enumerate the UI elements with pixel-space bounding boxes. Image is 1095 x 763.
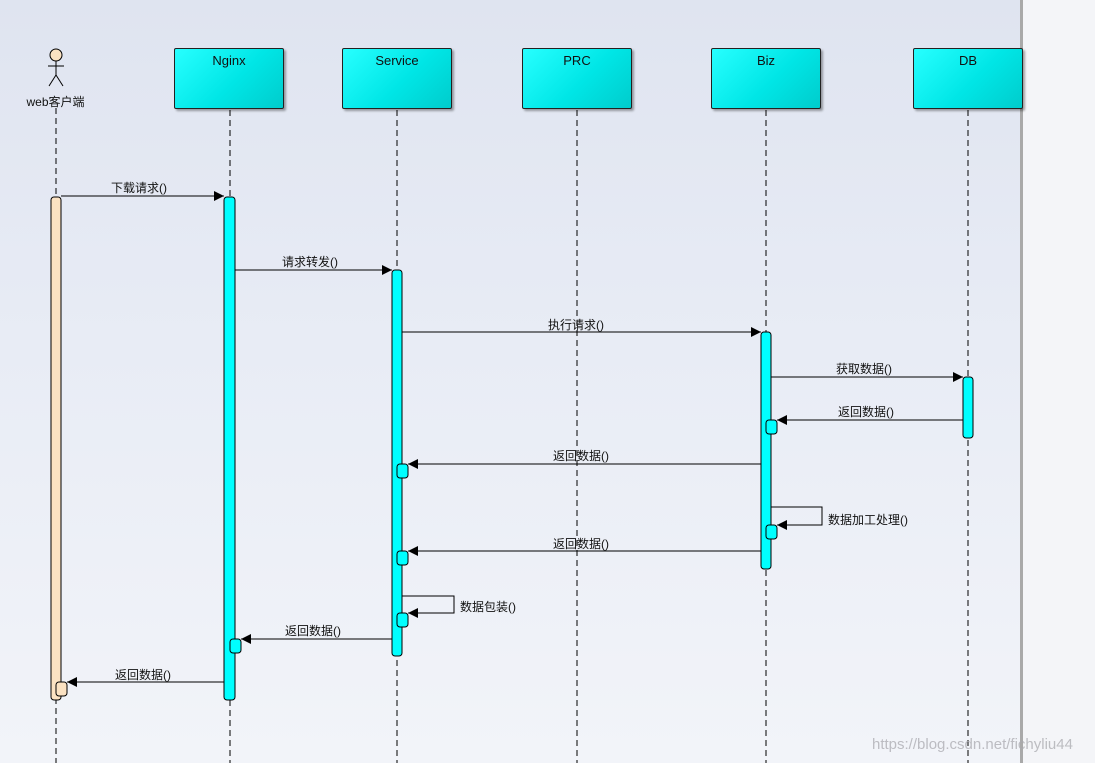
message-label: 返回数据(): [285, 624, 341, 638]
message-label: 请求转发(): [282, 255, 338, 269]
message-label: 返回数据(): [553, 449, 609, 463]
message-arrow: [402, 595, 455, 618]
return-activation-service-3: [396, 612, 409, 628]
message-label: 执行请求(): [548, 318, 604, 332]
participant-service: Service: [342, 48, 452, 109]
return-activation-actor-1: [55, 681, 68, 697]
activation-service: [391, 269, 403, 657]
participant-prc: PRC: [522, 48, 632, 109]
watermark: https://blog.csdn.net/fichyliu44: [872, 736, 1073, 753]
message-arrow: [771, 506, 823, 530]
return-activation-service-1: [396, 463, 409, 479]
return-activation-biz-2: [765, 524, 778, 540]
activation-actor: [50, 196, 62, 701]
actor-icon: [48, 48, 64, 87]
message-label: 获取数据(): [836, 362, 892, 376]
activation-nginx: [223, 196, 236, 701]
right-panel: [1023, 0, 1095, 763]
return-activation-nginx-1: [229, 638, 242, 654]
return-activation-service-2: [396, 550, 409, 566]
message-label: 下载请求(): [111, 181, 167, 195]
right-border: [1020, 0, 1023, 763]
participant-nginx: Nginx: [174, 48, 284, 109]
return-activation-biz-1: [765, 419, 778, 435]
message-label: 返回数据(): [115, 668, 171, 682]
message-label: 数据加工处理(): [828, 513, 908, 527]
participant-biz: Biz: [711, 48, 821, 109]
activation-db: [962, 376, 974, 439]
message-label: 返回数据(): [553, 537, 609, 551]
message-label: 数据包装(): [460, 600, 516, 614]
message-label: 返回数据(): [838, 405, 894, 419]
participant-db: DB: [913, 48, 1023, 109]
actor-label: web客户端: [26, 95, 85, 109]
activation-biz: [760, 331, 772, 570]
